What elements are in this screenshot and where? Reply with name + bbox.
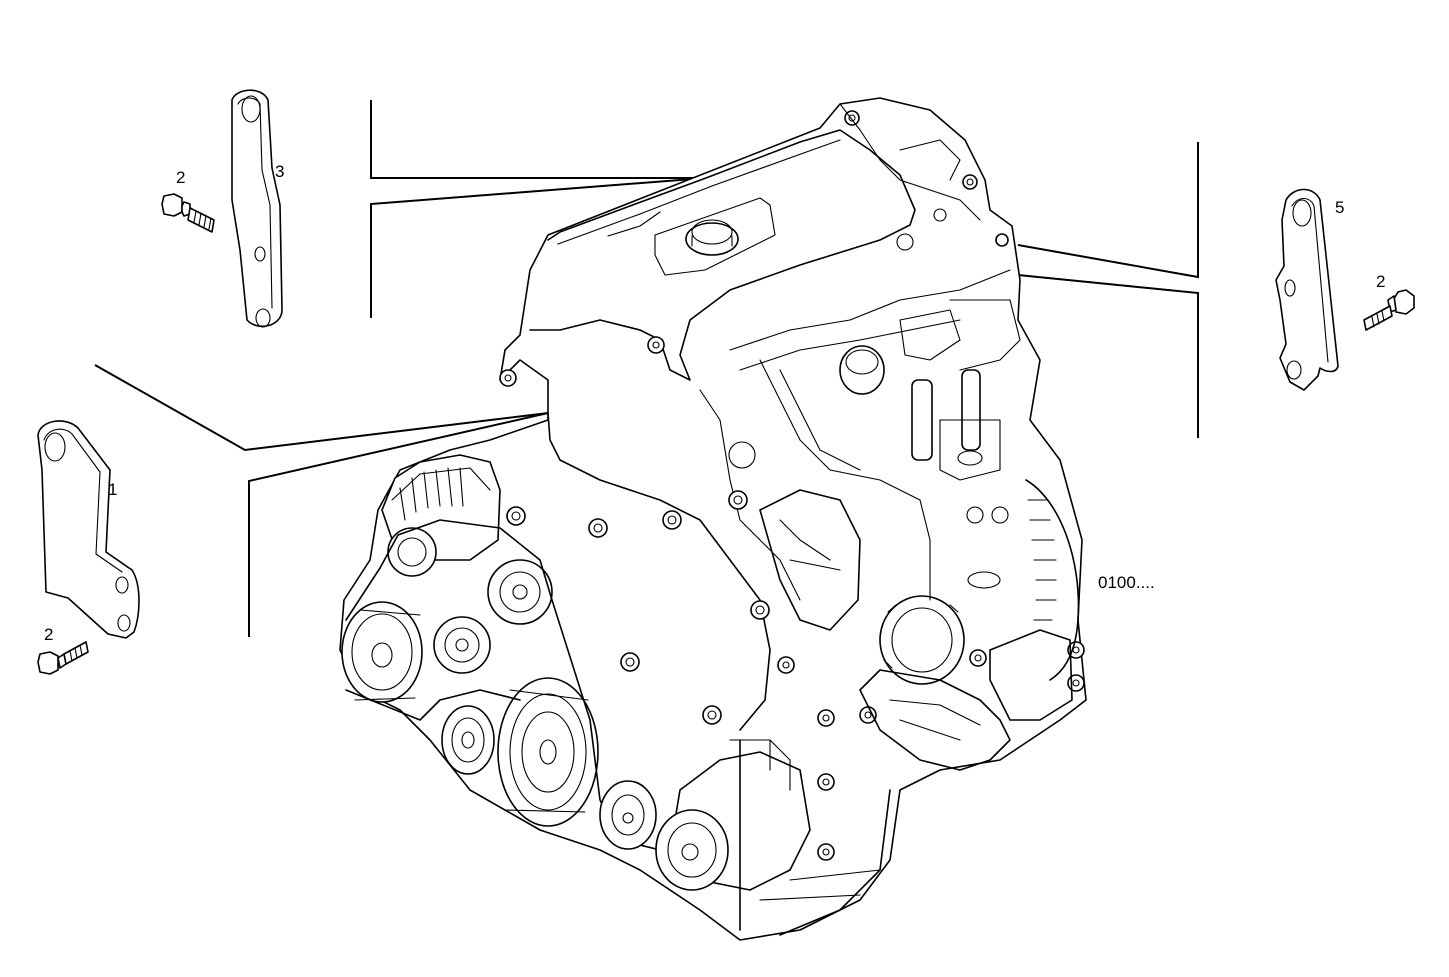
- callout-leader-right: [1017, 142, 1199, 438]
- water-pump-pulley: [599, 780, 657, 850]
- bolt-top-left: [161, 193, 215, 233]
- bracket-1: [37, 420, 140, 639]
- callout-leader-left: [94, 364, 549, 637]
- oil-filter: [879, 595, 965, 685]
- cover-bolts: [499, 110, 1085, 861]
- tensioner-pulley: [487, 559, 553, 625]
- label-bolt-top-left: 2: [176, 168, 185, 187]
- idler-pulley-lower: [441, 705, 495, 775]
- bracket-5: [1275, 188, 1339, 391]
- power-steering-pulley: [341, 601, 423, 703]
- label-engine-ref: 0100....: [1098, 573, 1155, 592]
- bolt-left: [37, 641, 89, 675]
- label-bracket-1: 1: [108, 480, 117, 499]
- idler-pulley-center: [433, 616, 491, 674]
- label-bracket-3: 3: [275, 162, 284, 181]
- label-bolt-right: 2: [1376, 272, 1385, 291]
- engine-assembly: [339, 97, 1087, 941]
- alternator: [381, 454, 501, 577]
- label-bolt-left: 2: [44, 625, 53, 644]
- bolt-right: [1363, 289, 1415, 331]
- bracket-3: [231, 89, 283, 328]
- callout-leader-top: [370, 100, 707, 318]
- crankshaft-pulley: [497, 677, 599, 827]
- flywheel-ring-gear: [1025, 479, 1080, 681]
- label-bracket-5: 5: [1335, 198, 1344, 217]
